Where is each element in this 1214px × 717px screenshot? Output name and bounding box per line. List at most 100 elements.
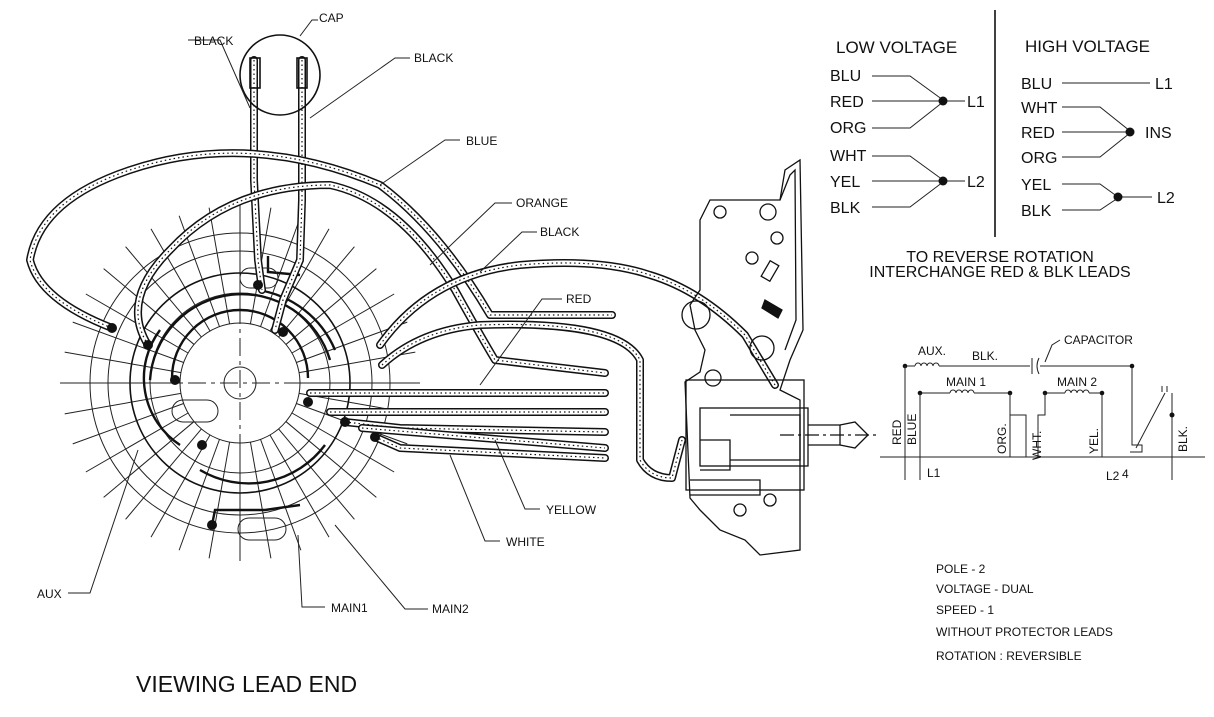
red-schematic-label: RED bbox=[890, 419, 904, 445]
stator-slot-line bbox=[150, 434, 211, 538]
cap-label: CAP bbox=[319, 11, 344, 25]
high-blk: BLK bbox=[1021, 203, 1052, 220]
stator-slot-line bbox=[64, 392, 181, 415]
stator-slot-line bbox=[208, 442, 231, 559]
spec-voltage: VOLTAGE - DUAL bbox=[936, 582, 1034, 596]
white-label: WHITE bbox=[506, 535, 545, 549]
main2-coil bbox=[1064, 389, 1090, 394]
cap-circle bbox=[239, 34, 321, 116]
stator-slot-line bbox=[269, 434, 330, 538]
schematic-diagram: CAPACITOR AUX. BLK. MAIN 1 MAIN 2 L1 L2 … bbox=[880, 333, 1205, 483]
high-red: RED bbox=[1021, 125, 1055, 142]
stator-slot-line bbox=[125, 246, 202, 338]
winding-arc-1 bbox=[170, 308, 310, 379]
low-voltage-connection: LOW VOLTAGE BLU RED ORG L1 WHT YEL BLK L… bbox=[830, 38, 985, 217]
stator-slot-line bbox=[285, 421, 377, 498]
low-voltage-title: LOW VOLTAGE bbox=[836, 38, 957, 57]
blue-lead bbox=[133, 181, 609, 377]
yellow-label: YELLOW bbox=[546, 503, 597, 517]
blk-schematic-label: BLK. bbox=[1176, 426, 1190, 452]
stator-slot-line bbox=[278, 428, 355, 520]
stator-slot-line bbox=[72, 321, 184, 363]
winding-lead-1 bbox=[210, 503, 301, 526]
high-voltage-title: HIGH VOLTAGE bbox=[1025, 37, 1150, 56]
high-wht: WHT bbox=[1021, 100, 1058, 117]
capacitor-plate-2 bbox=[1036, 357, 1040, 375]
capacitor-label: CAPACITOR bbox=[1064, 333, 1133, 347]
stator-slot-left bbox=[171, 399, 219, 423]
cap-terminal-left bbox=[249, 57, 261, 89]
low-org: ORG bbox=[830, 120, 866, 137]
wht-schematic-label: WHT. bbox=[1030, 431, 1044, 460]
aux-coil bbox=[914, 362, 940, 367]
stator-slot-line bbox=[64, 351, 181, 374]
lead-wires bbox=[26, 56, 779, 482]
stator-slot-line bbox=[291, 293, 395, 354]
orange-label: ORANGE bbox=[516, 196, 568, 210]
l2-schematic-label: L2 bbox=[1106, 469, 1120, 483]
spec-speed: SPEED - 1 bbox=[936, 603, 994, 617]
aux-label: AUX bbox=[37, 587, 62, 601]
main1-label: MAIN1 bbox=[331, 601, 368, 615]
stator-slot-line bbox=[260, 439, 302, 551]
spec-rotation: ROTATION : REVERSIBLE bbox=[936, 649, 1082, 663]
winding-arc-5 bbox=[257, 288, 337, 351]
motor-specs: POLE - 2 VOLTAGE - DUAL SPEED - 1 WITHOU… bbox=[936, 562, 1113, 663]
aux-outer-arc-lead bbox=[26, 149, 616, 332]
cap-lead-left bbox=[250, 56, 266, 294]
stator-slot-line bbox=[150, 228, 211, 332]
lead-row-6 bbox=[358, 424, 609, 452]
low-yel: YEL bbox=[830, 174, 860, 191]
black-label-1: BLACK bbox=[194, 34, 233, 48]
reverse-note-line1: TO REVERSE ROTATION bbox=[906, 249, 1094, 266]
winding-lead-2 bbox=[266, 256, 301, 277]
yel-schematic-label: YEL. bbox=[1087, 428, 1101, 454]
motor-housing-side-view bbox=[681, 158, 880, 556]
blue-schematic-label: BLUE bbox=[905, 414, 919, 445]
stator-slot-line bbox=[291, 412, 395, 473]
low-red: RED bbox=[830, 94, 864, 111]
aux-schematic-label: AUX. bbox=[918, 344, 946, 358]
spec-protector: WITHOUT PROTECTOR LEADS bbox=[936, 625, 1113, 639]
org-schematic-label: ORG. bbox=[995, 423, 1009, 454]
blk-top-label: BLK. bbox=[972, 349, 998, 363]
low-l2: L2 bbox=[967, 174, 985, 191]
stator-slot-line bbox=[208, 207, 231, 324]
stator-slot-lines bbox=[62, 205, 418, 561]
main1-coil bbox=[949, 389, 975, 394]
main1-schematic-label: MAIN 1 bbox=[946, 375, 986, 389]
stator-slot-line bbox=[285, 268, 377, 345]
high-blu: BLU bbox=[1021, 76, 1052, 93]
stator-slot-line bbox=[178, 439, 220, 551]
cap-lead-right bbox=[271, 56, 306, 334]
red-label: RED bbox=[566, 292, 592, 306]
low-blk: BLK bbox=[830, 200, 861, 217]
black-lead-loop bbox=[378, 320, 686, 482]
winding-arc-2 bbox=[148, 292, 332, 381]
low-blu: BLU bbox=[830, 68, 861, 85]
viewing-lead-end-title: VIEWING LEAD END bbox=[136, 671, 357, 697]
high-ins: INS bbox=[1145, 125, 1172, 142]
stator-slot-line bbox=[125, 428, 202, 520]
main2-schematic-label: MAIN 2 bbox=[1057, 375, 1097, 389]
high-l2: L2 bbox=[1157, 190, 1175, 207]
blue-label: BLUE bbox=[466, 134, 497, 148]
white-lead bbox=[371, 433, 609, 462]
stator-end-view bbox=[60, 205, 420, 561]
stator-slot-bottom bbox=[237, 517, 287, 541]
low-wht: WHT bbox=[830, 148, 867, 165]
black-label-2: BLACK bbox=[414, 51, 453, 65]
l1-schematic-label: L1 bbox=[927, 466, 941, 480]
black-lead-long bbox=[376, 259, 779, 389]
cap-terminal-right bbox=[296, 57, 308, 89]
main2-label: MAIN2 bbox=[432, 602, 469, 616]
high-org: ORG bbox=[1021, 150, 1057, 167]
stator-slot-line bbox=[103, 421, 195, 498]
spec-pole: POLE - 2 bbox=[936, 562, 986, 576]
stator-slot-line bbox=[72, 403, 184, 445]
four-label: 4 bbox=[1122, 467, 1129, 481]
reverse-note-line2: INTERCHANGE RED & BLK LEADS bbox=[869, 264, 1130, 281]
high-l1: L1 bbox=[1155, 76, 1173, 93]
